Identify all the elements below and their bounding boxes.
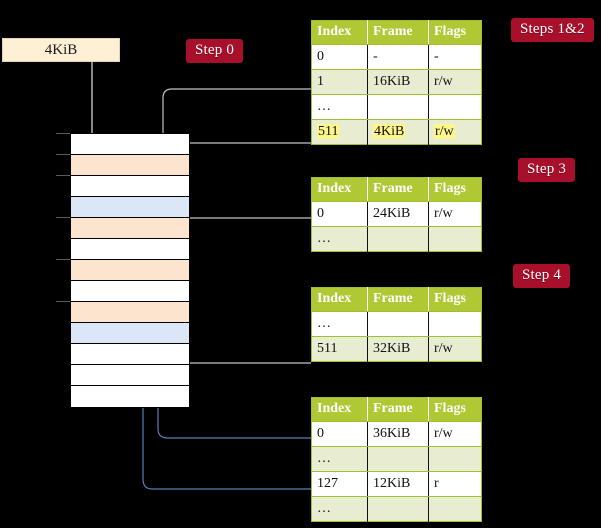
cell-index: 511 [311,119,368,145]
cell-frame [367,311,429,337]
memory-frame-tick [56,217,70,218]
cell-index: 0 [311,44,368,70]
table-row[interactable]: … [311,226,482,252]
table-row[interactable]: … [311,94,482,120]
memory-frame-row [71,197,189,218]
cell-flags [428,446,482,472]
column-header-frame: Frame [367,397,429,422]
memory-frame-row [71,155,189,176]
table-row[interactable]: 0-- [311,44,482,70]
cell-index: 127 [311,471,368,497]
memory-frame-tick [56,154,70,155]
cell-flags: r [428,471,482,497]
memory-frame-tick [56,175,70,176]
cell-flags [428,226,482,252]
memory-frame-tick [56,259,70,260]
cell-frame: 16KiB [367,69,429,95]
cell-frame: 12KiB [367,471,429,497]
memory-frame-tick [56,301,70,302]
cell-frame [367,496,429,522]
cell-frame: 24KiB [367,201,429,227]
table-row[interactable]: … [311,311,482,337]
cell-flags: r/w [428,119,482,145]
column-header-flags: Flags [428,287,482,312]
table-row[interactable]: 511 4KiB r/w [311,119,482,145]
cell-index: 511 [311,336,368,362]
memory-frame-row [71,386,189,407]
column-header-index: Index [311,20,368,45]
column-header-flags: Flags [428,177,482,202]
highlighted-value: 4KiB [373,123,406,139]
highlighted-value: r/w [434,123,455,139]
cell-flags: r/w [428,421,482,447]
cell-flags: r/w [428,201,482,227]
cell-flags [428,311,482,337]
cell-flags [428,94,482,120]
column-header-frame: Frame [367,287,429,312]
cell-index: … [311,311,368,337]
physical-memory-column [70,133,190,408]
column-header-index: Index [311,397,368,422]
cell-index: 0 [311,201,368,227]
memory-frame-row [71,323,189,344]
column-header-index: Index [311,177,368,202]
memory-frame-row [71,344,189,365]
cell-flags: r/w [428,69,482,95]
cell-flags: r/w [428,336,482,362]
highlighted-value: 511 [317,123,340,139]
column-header-index: Index [311,287,368,312]
badge-steps12: Steps 1&2 [511,18,594,42]
page-size-label: 4KiB [2,38,120,62]
column-header-flags: Flags [428,20,482,45]
memory-frame-row [71,365,189,386]
cell-frame [367,226,429,252]
cell-index: 1 [311,69,368,95]
memory-frame-row [71,302,189,323]
memory-frame-row [71,218,189,239]
column-header-flags: Flags [428,397,482,422]
memory-frame-row [71,176,189,197]
memory-frame-row [71,260,189,281]
cell-flags [428,496,482,522]
badge-step3: Step 3 [518,158,576,182]
memory-frame-row [71,134,189,155]
column-header-frame: Frame [367,177,429,202]
cell-flags: - [428,44,482,70]
table-row[interactable]: … [311,446,482,472]
memory-frame-row [71,281,189,302]
badge-step0: Step 0 [186,39,244,63]
cell-index: 0 [311,421,368,447]
cell-frame [367,94,429,120]
memory-frame-tick [56,133,70,134]
cell-frame [367,446,429,472]
column-header-frame: Frame [367,20,429,45]
cell-index: … [311,496,368,522]
cell-index: … [311,446,368,472]
memory-frame-row [71,239,189,260]
cell-index: … [311,94,368,120]
wire-4kib-to-memory [60,51,97,150]
wire-pd-511-to-memory [173,320,311,364]
cell-frame: 32KiB [367,336,429,362]
cell-frame: 36KiB [367,421,429,447]
cell-frame: - [367,44,429,70]
badge-step4: Step 4 [513,264,571,288]
table-row[interactable]: … [311,496,482,522]
cell-frame: 4KiB [367,119,429,145]
cell-index: … [311,226,368,252]
